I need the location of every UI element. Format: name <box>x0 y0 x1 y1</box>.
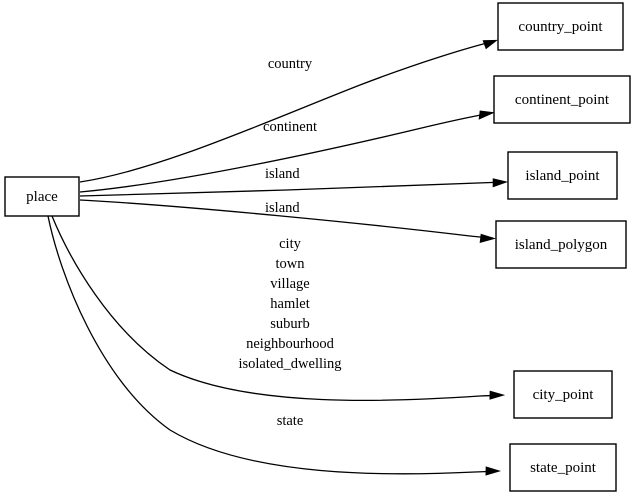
arrow-head-country <box>482 39 498 50</box>
node-island-point-box <box>507 151 618 200</box>
node-city-point-box <box>513 370 613 419</box>
edge-label-island-point: island <box>265 166 300 182</box>
edge-label-city-line-2: town <box>276 256 306 272</box>
edge-path-city <box>51 215 503 402</box>
node-island-polygon-box <box>495 220 627 269</box>
node-continent-point-label: continent_point <box>515 92 610 108</box>
edge-place-to-country-point[interactable] <box>79 39 498 183</box>
node-island-polygon[interactable]: island_polygon <box>495 220 627 269</box>
node-country-point-label: country_point <box>518 19 603 35</box>
node-place[interactable]: place <box>4 176 80 217</box>
edge-label-island-polygon: island <box>265 200 300 216</box>
edge-label-city-line-1: city <box>279 236 301 252</box>
edge-path-island-point <box>79 181 506 197</box>
edge-label-continent: continent <box>263 119 317 135</box>
arrow-head-island-polygon <box>479 233 497 244</box>
node-city-point[interactable]: city_point <box>513 370 613 419</box>
edge-label-city-line-7: isolated_dwelling <box>238 356 341 372</box>
arrow-head-city <box>489 390 506 400</box>
arrow-head-island-point <box>492 178 509 188</box>
node-state-point[interactable]: state_point <box>509 443 617 492</box>
edge-path-state <box>47 215 499 475</box>
edge-place-to-state-point[interactable] <box>47 215 502 476</box>
node-state-point-box <box>509 443 617 492</box>
node-island-point[interactable]: island_point <box>507 151 618 200</box>
arrow-head-state <box>485 466 502 476</box>
node-continent-point-box <box>493 75 631 124</box>
node-country-point[interactable]: country_point <box>497 2 624 51</box>
edge-label-state: state <box>277 413 304 429</box>
arrow-head-continent <box>478 110 496 120</box>
node-state-point-label: state_point <box>530 460 597 476</box>
node-island-point-label: island_point <box>525 168 600 184</box>
edge-label-group: country continent island island city tow… <box>238 56 341 429</box>
node-place-label: place <box>26 189 58 205</box>
node-group: place country_point continent_point isla… <box>4 2 631 492</box>
node-island-polygon-label: island_polygon <box>515 237 608 253</box>
edge-place-to-island-polygon[interactable] <box>79 199 497 244</box>
edge-group <box>47 39 509 476</box>
edge-label-country: country <box>268 56 313 72</box>
edge-place-to-continent-point[interactable] <box>79 110 496 193</box>
edge-label-city-line-3: village <box>270 276 309 292</box>
edge-label-city-line-6: neighbourhood <box>246 336 335 352</box>
node-continent-point[interactable]: continent_point <box>493 75 631 124</box>
edge-path-country <box>79 40 496 183</box>
edge-label-city-line-4: hamlet <box>270 296 309 312</box>
node-city-point-label: city_point <box>533 387 595 403</box>
node-country-point-box <box>497 2 624 51</box>
edge-label-city-line-5: suburb <box>270 316 309 332</box>
edge-label-city-multiline: city town village hamlet suburb neighbou… <box>238 236 341 372</box>
edge-path-continent <box>79 112 493 193</box>
node-place-box <box>4 176 80 217</box>
edge-place-to-island-point[interactable] <box>79 178 509 197</box>
edge-place-to-city-point[interactable] <box>51 215 506 402</box>
